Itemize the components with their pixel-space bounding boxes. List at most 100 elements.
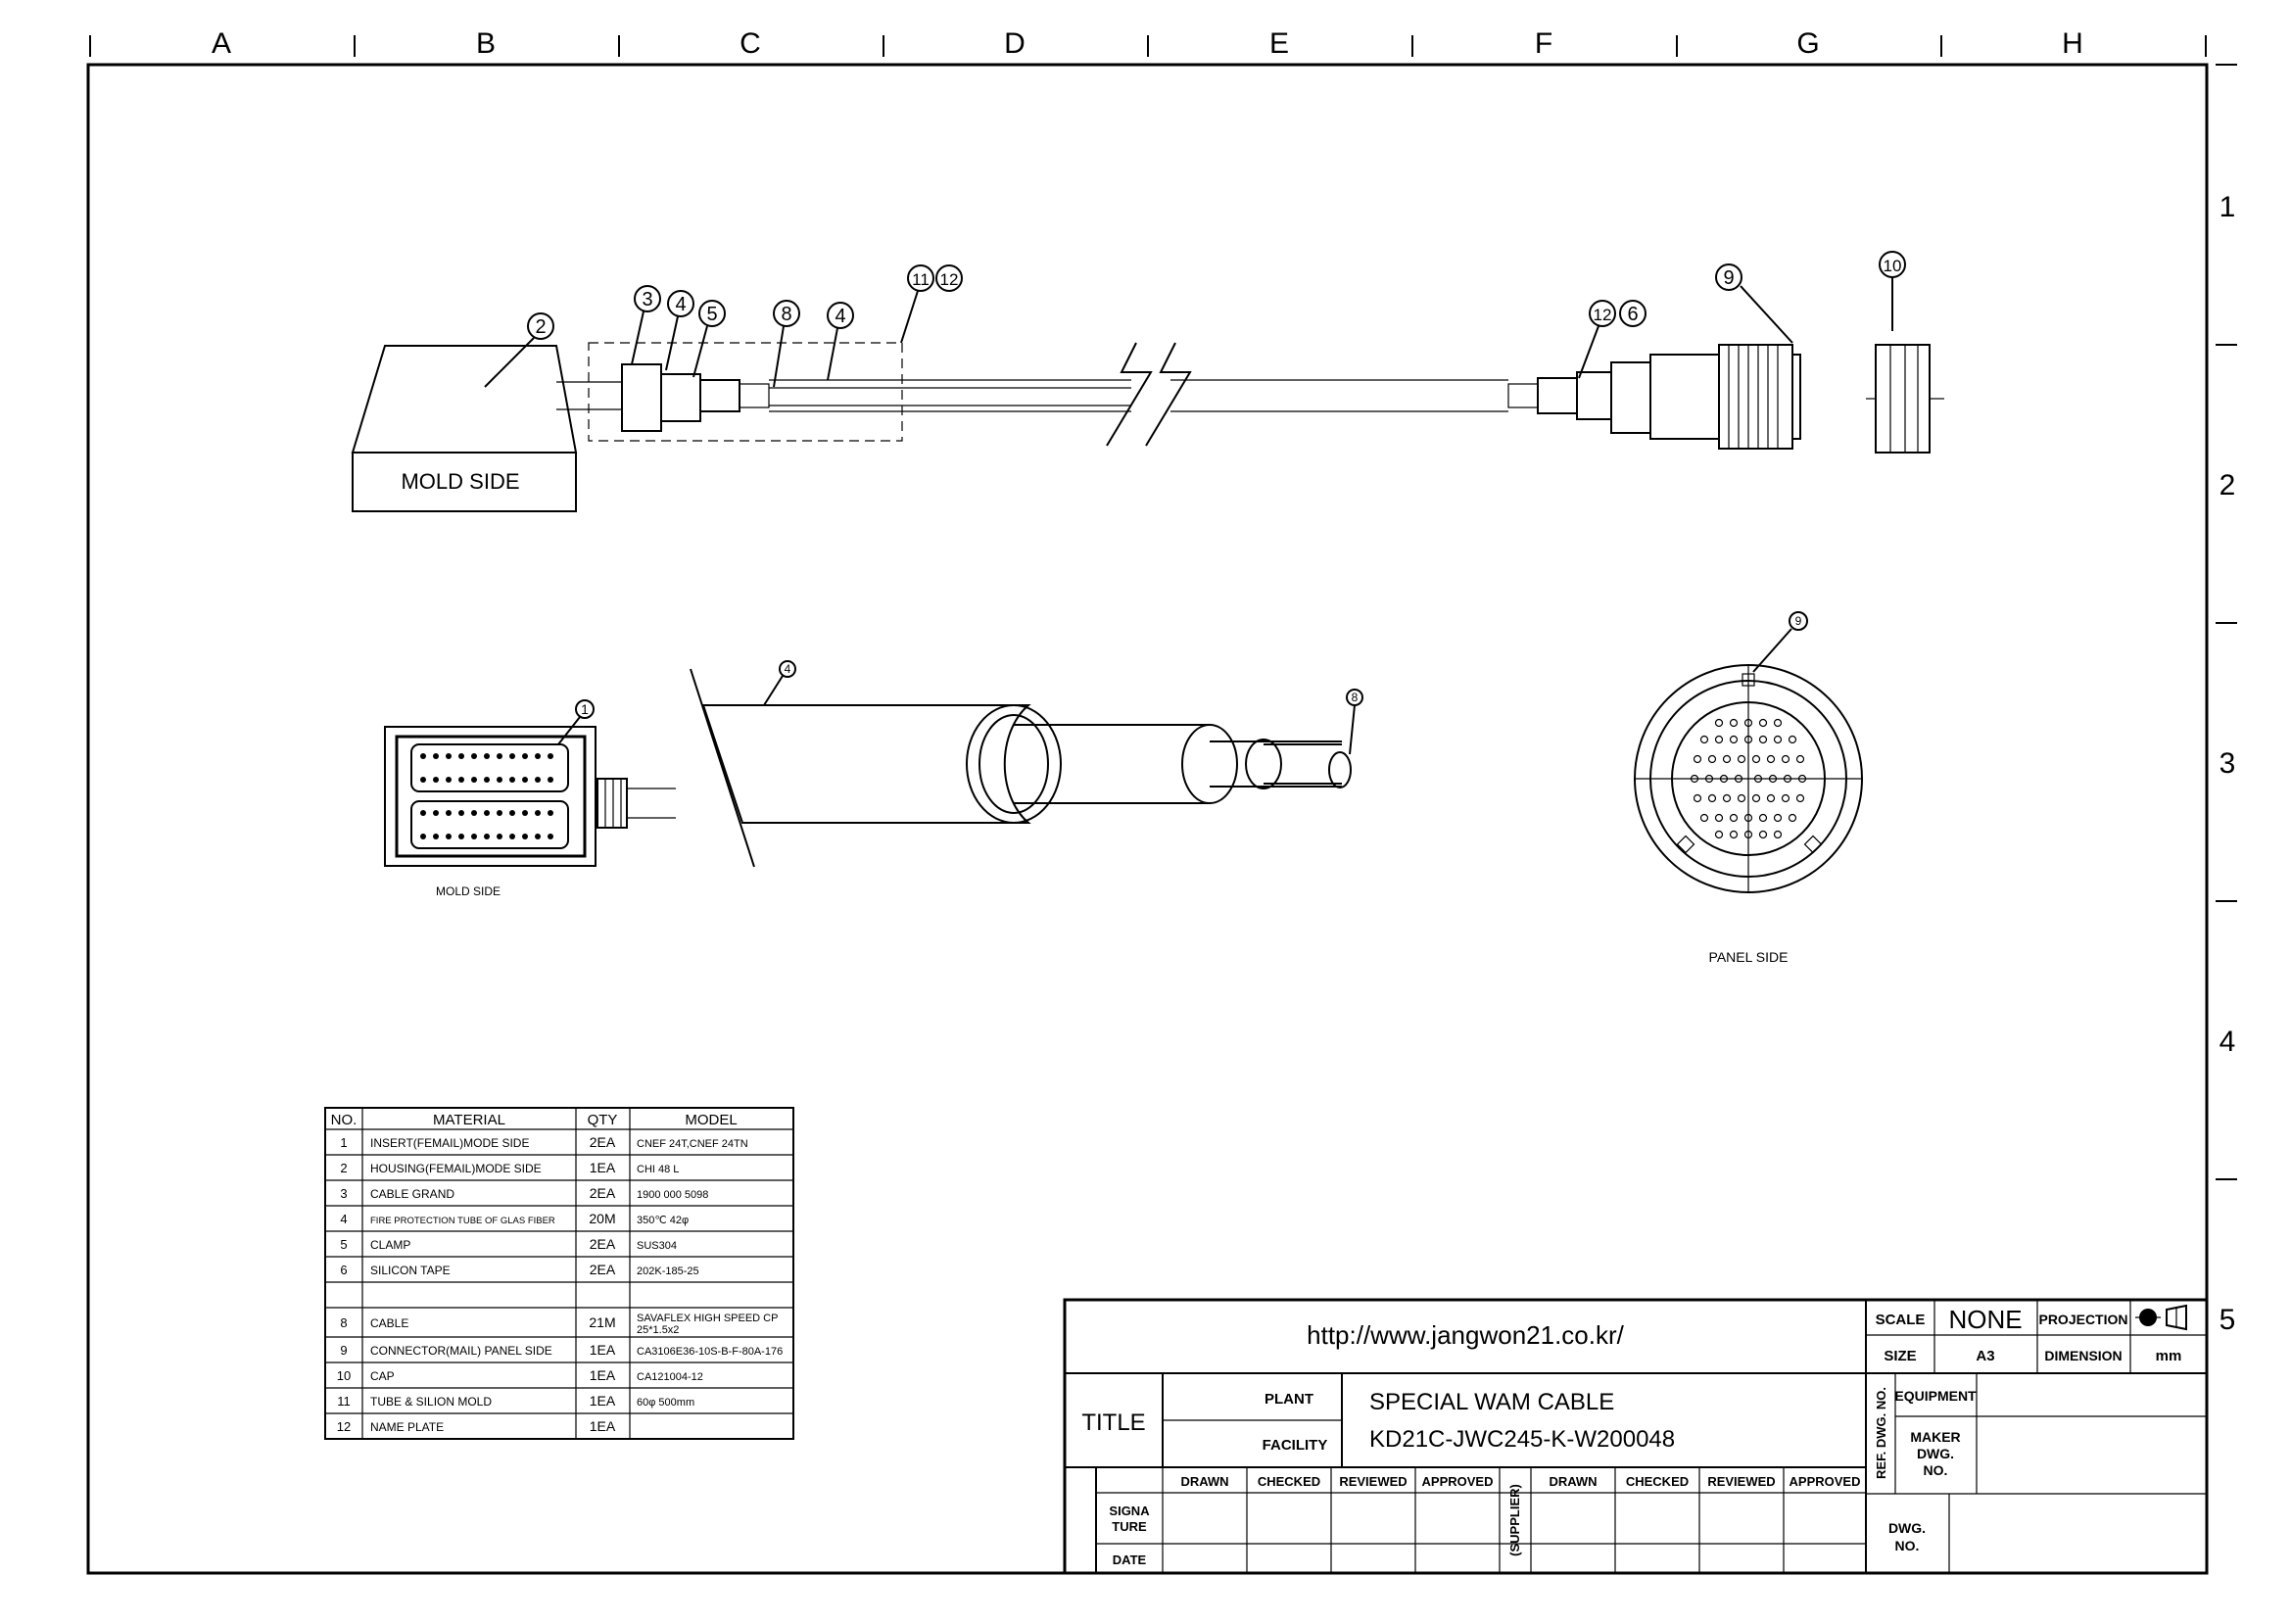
balloon-label: 6 — [1627, 304, 1638, 325]
panel-side-label: PANEL SIDE — [1709, 949, 1789, 965]
bom-material-cell: SILICON TAPE — [370, 1264, 451, 1277]
facility-label: FACILITY — [1263, 1437, 1328, 1454]
drawn-header: DRAWN — [1180, 1474, 1228, 1489]
balloon-label: 3 — [642, 289, 652, 310]
connector-body — [1610, 361, 1651, 434]
title-label: TITLE — [1081, 1409, 1145, 1436]
bom-no-cell: 3 — [340, 1186, 347, 1201]
signature-label: TURE — [1112, 1519, 1147, 1534]
ref-dwg-label: REF. DWG. NO. — [1874, 1387, 1888, 1479]
row-label: 3 — [2219, 747, 2236, 780]
bom-header-cell: NO. — [331, 1112, 358, 1128]
row-label: 5 — [2219, 1304, 2236, 1336]
bom-model-cell: CHI 48 L — [637, 1164, 679, 1175]
balloon-label: 8 — [1352, 691, 1359, 704]
bom-material-cell: CLAMP — [370, 1238, 410, 1252]
projection-symbol-icon — [2135, 1304, 2187, 1331]
bom-no-cell: 10 — [337, 1368, 351, 1383]
bom-material-cell: CABLE — [370, 1316, 408, 1330]
balloons-mold-view: 1 — [557, 699, 595, 745]
balloon-label: 2 — [535, 316, 546, 338]
break-mark — [1145, 342, 1192, 447]
bom-no-cell: 5 — [340, 1237, 347, 1252]
scale-value: NONE — [1948, 1305, 2022, 1334]
bom-qty-cell: 2EA — [590, 1262, 616, 1277]
bom-material-cell: INSERT(FEMAIL)MODE SIDE — [370, 1136, 529, 1150]
bom-model-cell: 1900 000 5098 — [637, 1189, 708, 1201]
bom-no-cell: 6 — [340, 1263, 347, 1277]
title-block — [1063, 1298, 2209, 1575]
bom-material-cell: HOUSING(FEMAIL)MODE SIDE — [370, 1162, 542, 1175]
balloon-label: 12 — [940, 270, 959, 289]
balloons-top: 2 3 4 5 8 4 11 12 12 6 9 10 — [484, 251, 1906, 388]
assembly-view: MOLD SIDE — [351, 342, 1944, 512]
bom-no-cell: 1 — [340, 1135, 347, 1150]
approved-header: APPROVED — [1790, 1474, 1861, 1489]
bom-qty-cell: 1EA — [590, 1393, 616, 1409]
date-label: DATE — [1113, 1552, 1147, 1567]
drawing-title-code: KD21C-JWC245-K-W200048 — [1369, 1426, 1675, 1453]
bom-qty-cell: 2EA — [590, 1236, 616, 1252]
balloon-label: 12 — [1594, 306, 1612, 324]
break-mark — [1106, 342, 1153, 447]
bom-qty-cell: 1EA — [590, 1160, 616, 1175]
balloon-label: 9 — [1723, 267, 1734, 289]
bom-qty-cell: 21M — [589, 1314, 615, 1330]
checked-header: CHECKED — [1626, 1474, 1689, 1489]
bom-qty-cell: 20M — [589, 1211, 615, 1226]
balloons-section: 4 8 — [763, 660, 1363, 755]
mold-side-label: MOLD SIDE — [401, 469, 519, 494]
mold-side-view: MOLD SIDE — [384, 726, 676, 898]
dimension-value: mm — [2156, 1348, 2182, 1364]
checked-header: CHECKED — [1258, 1474, 1320, 1489]
column-label: C — [740, 27, 761, 60]
bom-qty-cell: 1EA — [590, 1367, 616, 1383]
bom-material-cell: TUBE & SILION MOLD — [370, 1395, 492, 1409]
bom-model-cell: CA121004-12 — [637, 1371, 703, 1383]
column-label: D — [1004, 27, 1026, 60]
plant-label: PLANT — [1265, 1391, 1313, 1408]
projection-label: PROJECTION — [2038, 1312, 2127, 1327]
bom-qty-cell: 2EA — [590, 1185, 616, 1201]
size-value: A3 — [1976, 1348, 1994, 1364]
column-label: A — [212, 27, 231, 60]
bom-no-cell: 9 — [340, 1343, 347, 1358]
supplier-label: (SUPPLIER) — [1507, 1484, 1522, 1556]
bom-header-cell: MATERIAL — [433, 1112, 505, 1128]
dimension-label: DIMENSION — [2044, 1348, 2122, 1363]
size-label: SIZE — [1884, 1348, 1916, 1364]
silicon-tape — [1537, 377, 1578, 414]
column-label: F — [1535, 27, 1552, 60]
bom-qty-cell: 2EA — [590, 1134, 616, 1150]
bom-table — [324, 1107, 794, 1440]
title-block-text: http://www.jangwon21.co.kr/ SCALE NONE P… — [1081, 1304, 2187, 1567]
dwg-no-line: DWG. — [1888, 1520, 1926, 1536]
balloon-label: 4 — [675, 294, 686, 315]
scale-label: SCALE — [1876, 1312, 1926, 1328]
bom-material-cell: NAME PLATE — [370, 1420, 444, 1434]
maker-dwg-line: MAKER — [1910, 1429, 1960, 1445]
bom-no-cell: 4 — [340, 1212, 347, 1226]
balloon-label: 5 — [706, 304, 717, 325]
detail-box — [588, 342, 903, 442]
bom-model-cell: 202K-185-25 — [637, 1266, 699, 1277]
reviewed-header: REVIEWED — [1339, 1474, 1407, 1489]
bom-no-cell: 2 — [340, 1161, 347, 1175]
signature-label: SIGNA — [1109, 1504, 1150, 1518]
mold-side-small-label: MOLD SIDE — [436, 884, 501, 898]
bom-model-cell: 350℃ 42φ — [637, 1215, 689, 1226]
bom-material-cell: FIRE PROTECTION TUBE OF GLAS FIBER — [370, 1216, 555, 1226]
bom-header-cell: QTY — [588, 1112, 618, 1128]
bom-model-cell: SUS304 — [637, 1240, 677, 1252]
bom-model-cell: CNEF 24T,CNEF 24TN — [637, 1138, 748, 1150]
connector-knurl — [1718, 344, 1793, 450]
bom-material-cell: CAP — [370, 1369, 395, 1383]
equipment-label: EQUIPMENT — [1894, 1388, 1977, 1404]
bom-qty-cell: 1EA — [590, 1342, 616, 1358]
cable-section-view — [690, 668, 1352, 868]
cap — [1875, 344, 1931, 454]
column-label: H — [2062, 27, 2083, 60]
company-url: http://www.jangwon21.co.kr/ — [1307, 1320, 1624, 1350]
